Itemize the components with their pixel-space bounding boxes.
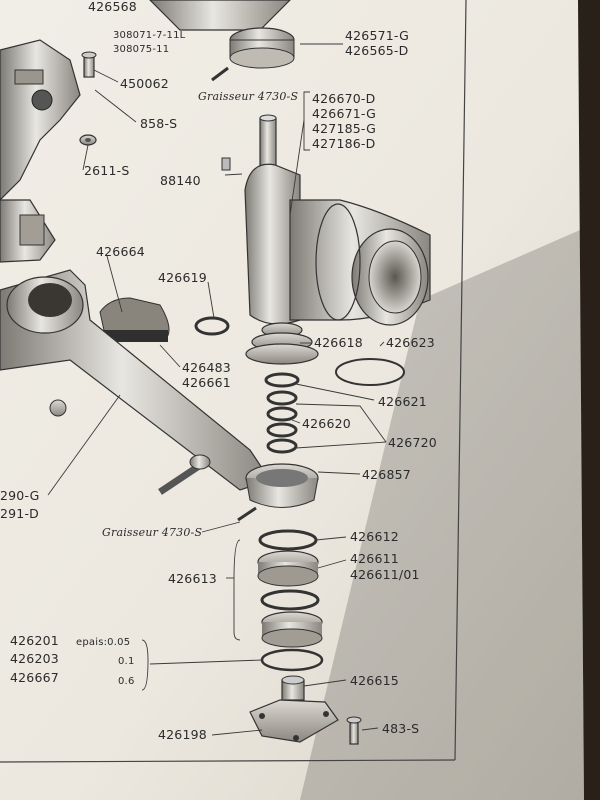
part-top-cup [149, 0, 295, 69]
part-bolt-450062 [81, 51, 97, 78]
part-cover-plate-426198 [249, 699, 339, 743]
part-washer-426619 [194, 316, 230, 336]
label-426857: 426857 [362, 467, 411, 482]
label-thickness-06: 0.6 [118, 676, 135, 687]
label-graisseur-top: Graisseur 4730-S [198, 90, 298, 103]
label-426671: 426671-G [312, 106, 376, 121]
label-427186: 427186-D [312, 136, 375, 151]
part-upper-bracket [0, 39, 81, 201]
shadow-area [300, 230, 584, 800]
label-426201: 426201 [10, 633, 59, 648]
part-nut-426615 [281, 675, 305, 701]
label-426670: 426670-D [312, 91, 375, 106]
paper-sheet [0, 0, 584, 800]
label-426720: 426720 [388, 435, 437, 450]
label-426664: 426664 [96, 244, 145, 259]
label-426661: 426661 [182, 375, 231, 390]
label-426618: 426618 [314, 335, 363, 350]
part-cup-426857 [245, 463, 319, 508]
label-426611: 426611 [350, 551, 399, 566]
label-308075: 308075-11 [113, 44, 169, 55]
part-bearing-stack [257, 529, 323, 648]
part-circlip-426623 [335, 358, 405, 386]
part-ring-stack [264, 372, 300, 454]
label-308071: 308071-7-11L [113, 30, 186, 41]
label-2611: 2611-S [84, 163, 129, 178]
label-426612: 426612 [350, 529, 399, 544]
page-frame-bottom [0, 759, 456, 763]
label-291: 291-D [0, 506, 39, 521]
part-stub-axle [244, 114, 431, 326]
label-426613: 426613 [168, 571, 217, 586]
label-epais: epais:0.05 [76, 637, 130, 648]
part-key-88140 [221, 157, 231, 171]
label-426198: 426198 [158, 727, 207, 742]
part-yoke [0, 199, 56, 263]
label-426619: 426619 [158, 270, 207, 285]
label-426667: 426667 [10, 670, 59, 685]
label-858: 858-S [140, 116, 177, 131]
label-426621: 426621 [378, 394, 427, 409]
part-grease-nipple-lower [237, 506, 257, 522]
label-427185: 427185-G [312, 121, 376, 136]
page-frame-border [454, 0, 467, 761]
part-lever-arm [0, 269, 271, 491]
label-88140: 88140 [160, 173, 201, 188]
label-450062: 450062 [120, 76, 169, 91]
part-bolt-483 [346, 716, 362, 745]
label-426615: 426615 [350, 673, 399, 688]
label-426623: 426623 [386, 335, 435, 350]
label-290: 290-G [0, 488, 40, 503]
leader-lines [47, 43, 387, 736]
part-dust-boot-426618 [245, 322, 319, 365]
part-grease-nipple-top [211, 66, 229, 82]
part-labels: 426568 308071-7-11L 308075-11 426571-G 4… [0, 0, 437, 742]
label-426620: 426620 [302, 416, 351, 431]
label-graisseur-lower: Graisseur 4730-S [102, 526, 202, 539]
label-426571: 426571-G [345, 28, 409, 43]
label-483: 483-S [382, 721, 419, 736]
label-426483: 426483 [182, 360, 231, 375]
label-thickness-01: 0.1 [118, 656, 135, 667]
label-426611-01: 426611/01 [350, 567, 420, 582]
label-426203: 426203 [10, 651, 59, 666]
part-nut-2611 [79, 134, 97, 146]
label-426565: 426565-D [345, 43, 408, 58]
label-426568: 426568 [88, 0, 137, 14]
part-stud-290 [158, 454, 211, 495]
part-pad-426664 [98, 297, 170, 342]
